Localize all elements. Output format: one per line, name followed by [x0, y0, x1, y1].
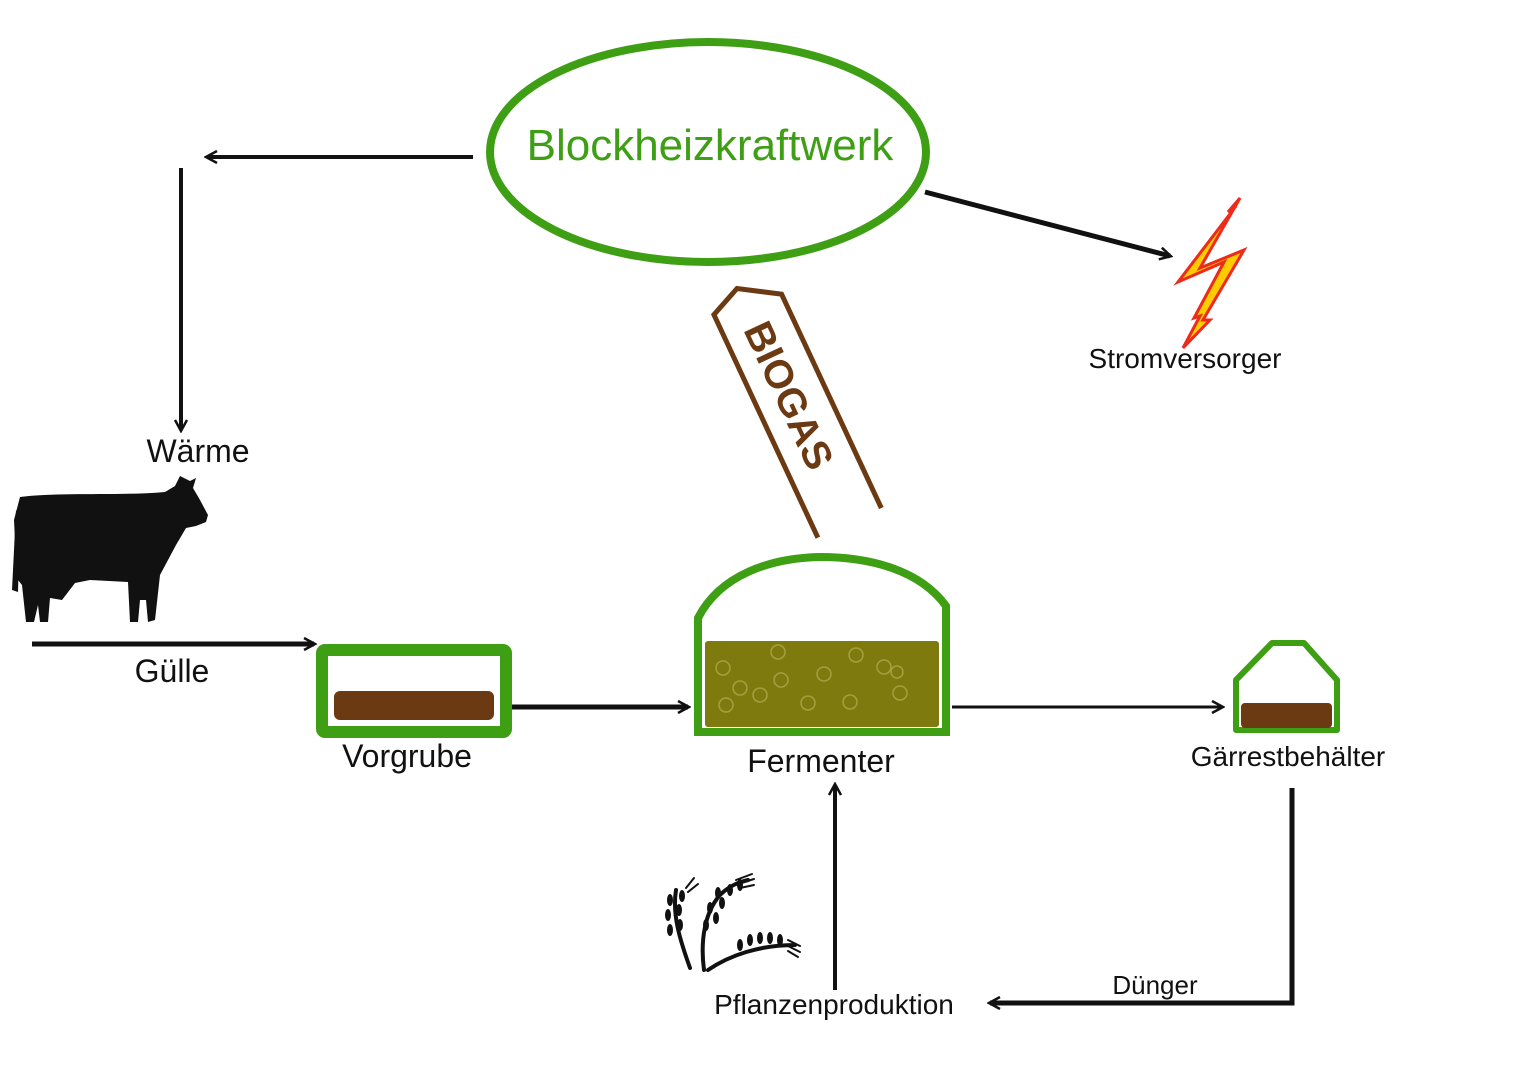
fermenter-bubbles: [715, 644, 908, 713]
lightning-bolt-icon: [1173, 197, 1248, 350]
fermenter-tank: [694, 552, 950, 736]
bhkw-label: Blockheizkraftwerk: [527, 121, 895, 170]
gaerrest-digestate: [1241, 703, 1332, 728]
gaerrest-label: Gärrestbehälter: [1191, 741, 1386, 772]
guelle-label: Gülle: [135, 653, 210, 689]
waerme-label: Wärme: [146, 433, 249, 469]
cow-icon: [12, 476, 208, 622]
vorgrube-slurry: [334, 691, 494, 720]
vorgrube-tank: [316, 644, 512, 738]
fermenter-substrate: [705, 641, 939, 727]
arrow-gaerrest-to-pflanzen: [990, 788, 1295, 1003]
strom-label: Stromversorger: [1089, 343, 1282, 374]
bhkw-node: Blockheizkraftwerk: [486, 38, 930, 266]
biogas-arrow-outline: [710, 285, 884, 539]
biogas-arrow: BIOGAS: [710, 285, 884, 539]
fermenter-label: Fermenter: [747, 743, 895, 779]
arrow-bhkw-to-strom: [924, 189, 1170, 256]
pflanzen-label: Pflanzenproduktion: [714, 989, 954, 1020]
vorgrube-label: Vorgrube: [342, 738, 472, 774]
gaerrest-tank: [1233, 640, 1340, 733]
wheat-icon: [665, 873, 801, 972]
duenger-label: Dünger: [1112, 970, 1198, 1000]
bhkw-ellipse: [486, 38, 930, 266]
